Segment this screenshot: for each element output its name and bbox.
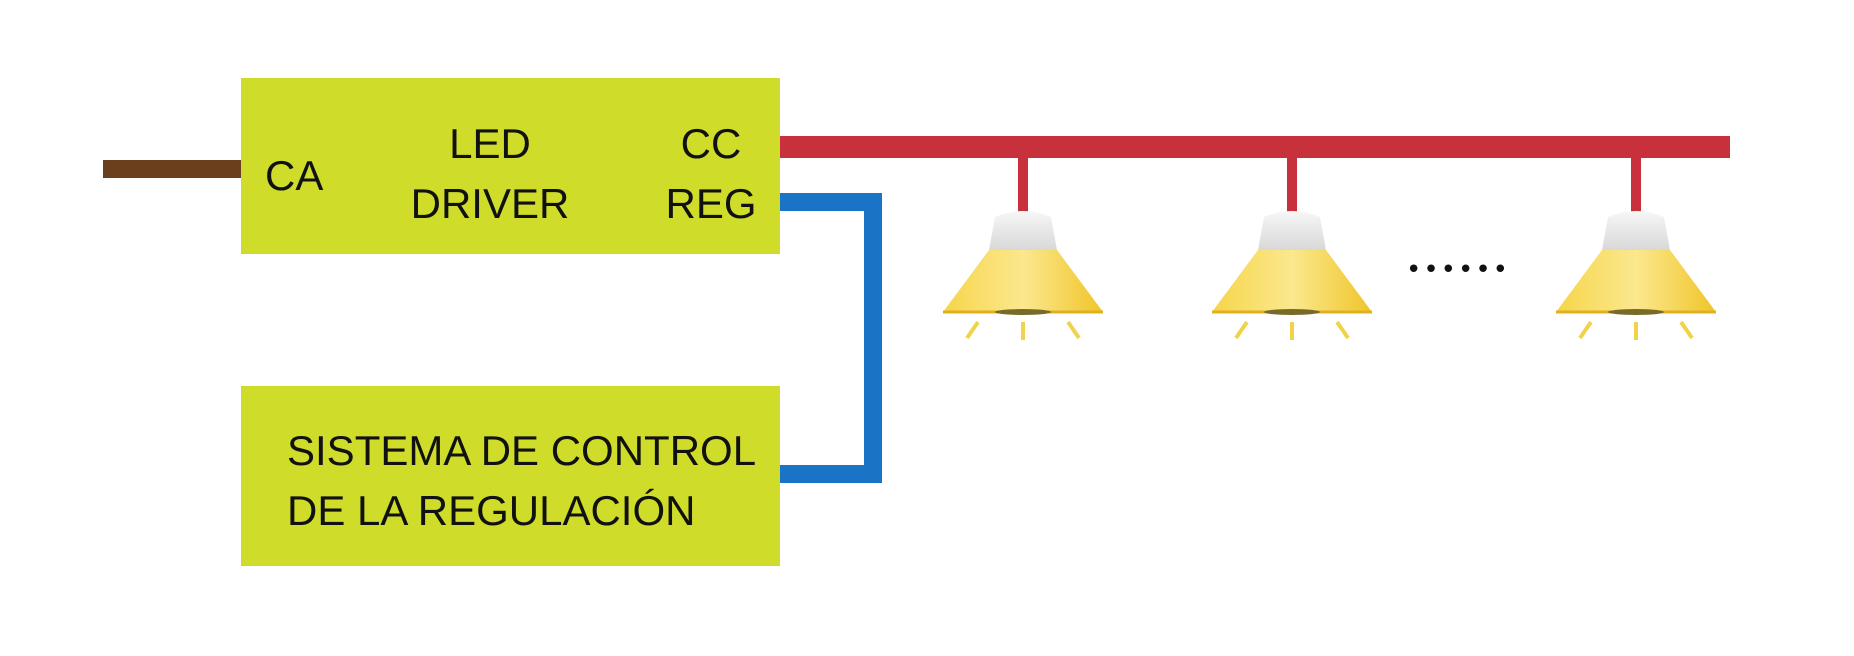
driver-title-line2: DRIVER: [411, 180, 570, 227]
control-system-box: SISTEMA DE CONTROL DE LA REGULACIÓN: [241, 386, 780, 566]
control-line1: SISTEMA DE CONTROL: [287, 427, 756, 474]
led-driver-box: CA LED DRIVER CC REG: [241, 78, 780, 254]
led-lamp-icon: [1556, 155, 1716, 340]
led-lamp-icon: [1212, 155, 1372, 340]
reg-output-label: REG: [665, 180, 756, 227]
cc-output-label: CC: [681, 120, 742, 167]
regulation-wire: [780, 193, 882, 483]
cc-output-bus: [780, 136, 1730, 158]
driver-title-line1: LED: [449, 120, 531, 167]
ac-input-wire: [103, 160, 243, 178]
continuation-dots: ••••••: [1406, 255, 1510, 285]
led-lamp-icon: [943, 155, 1103, 340]
ac-input-label: CA: [265, 152, 323, 199]
control-line2: DE LA REGULACIÓN: [287, 487, 695, 534]
